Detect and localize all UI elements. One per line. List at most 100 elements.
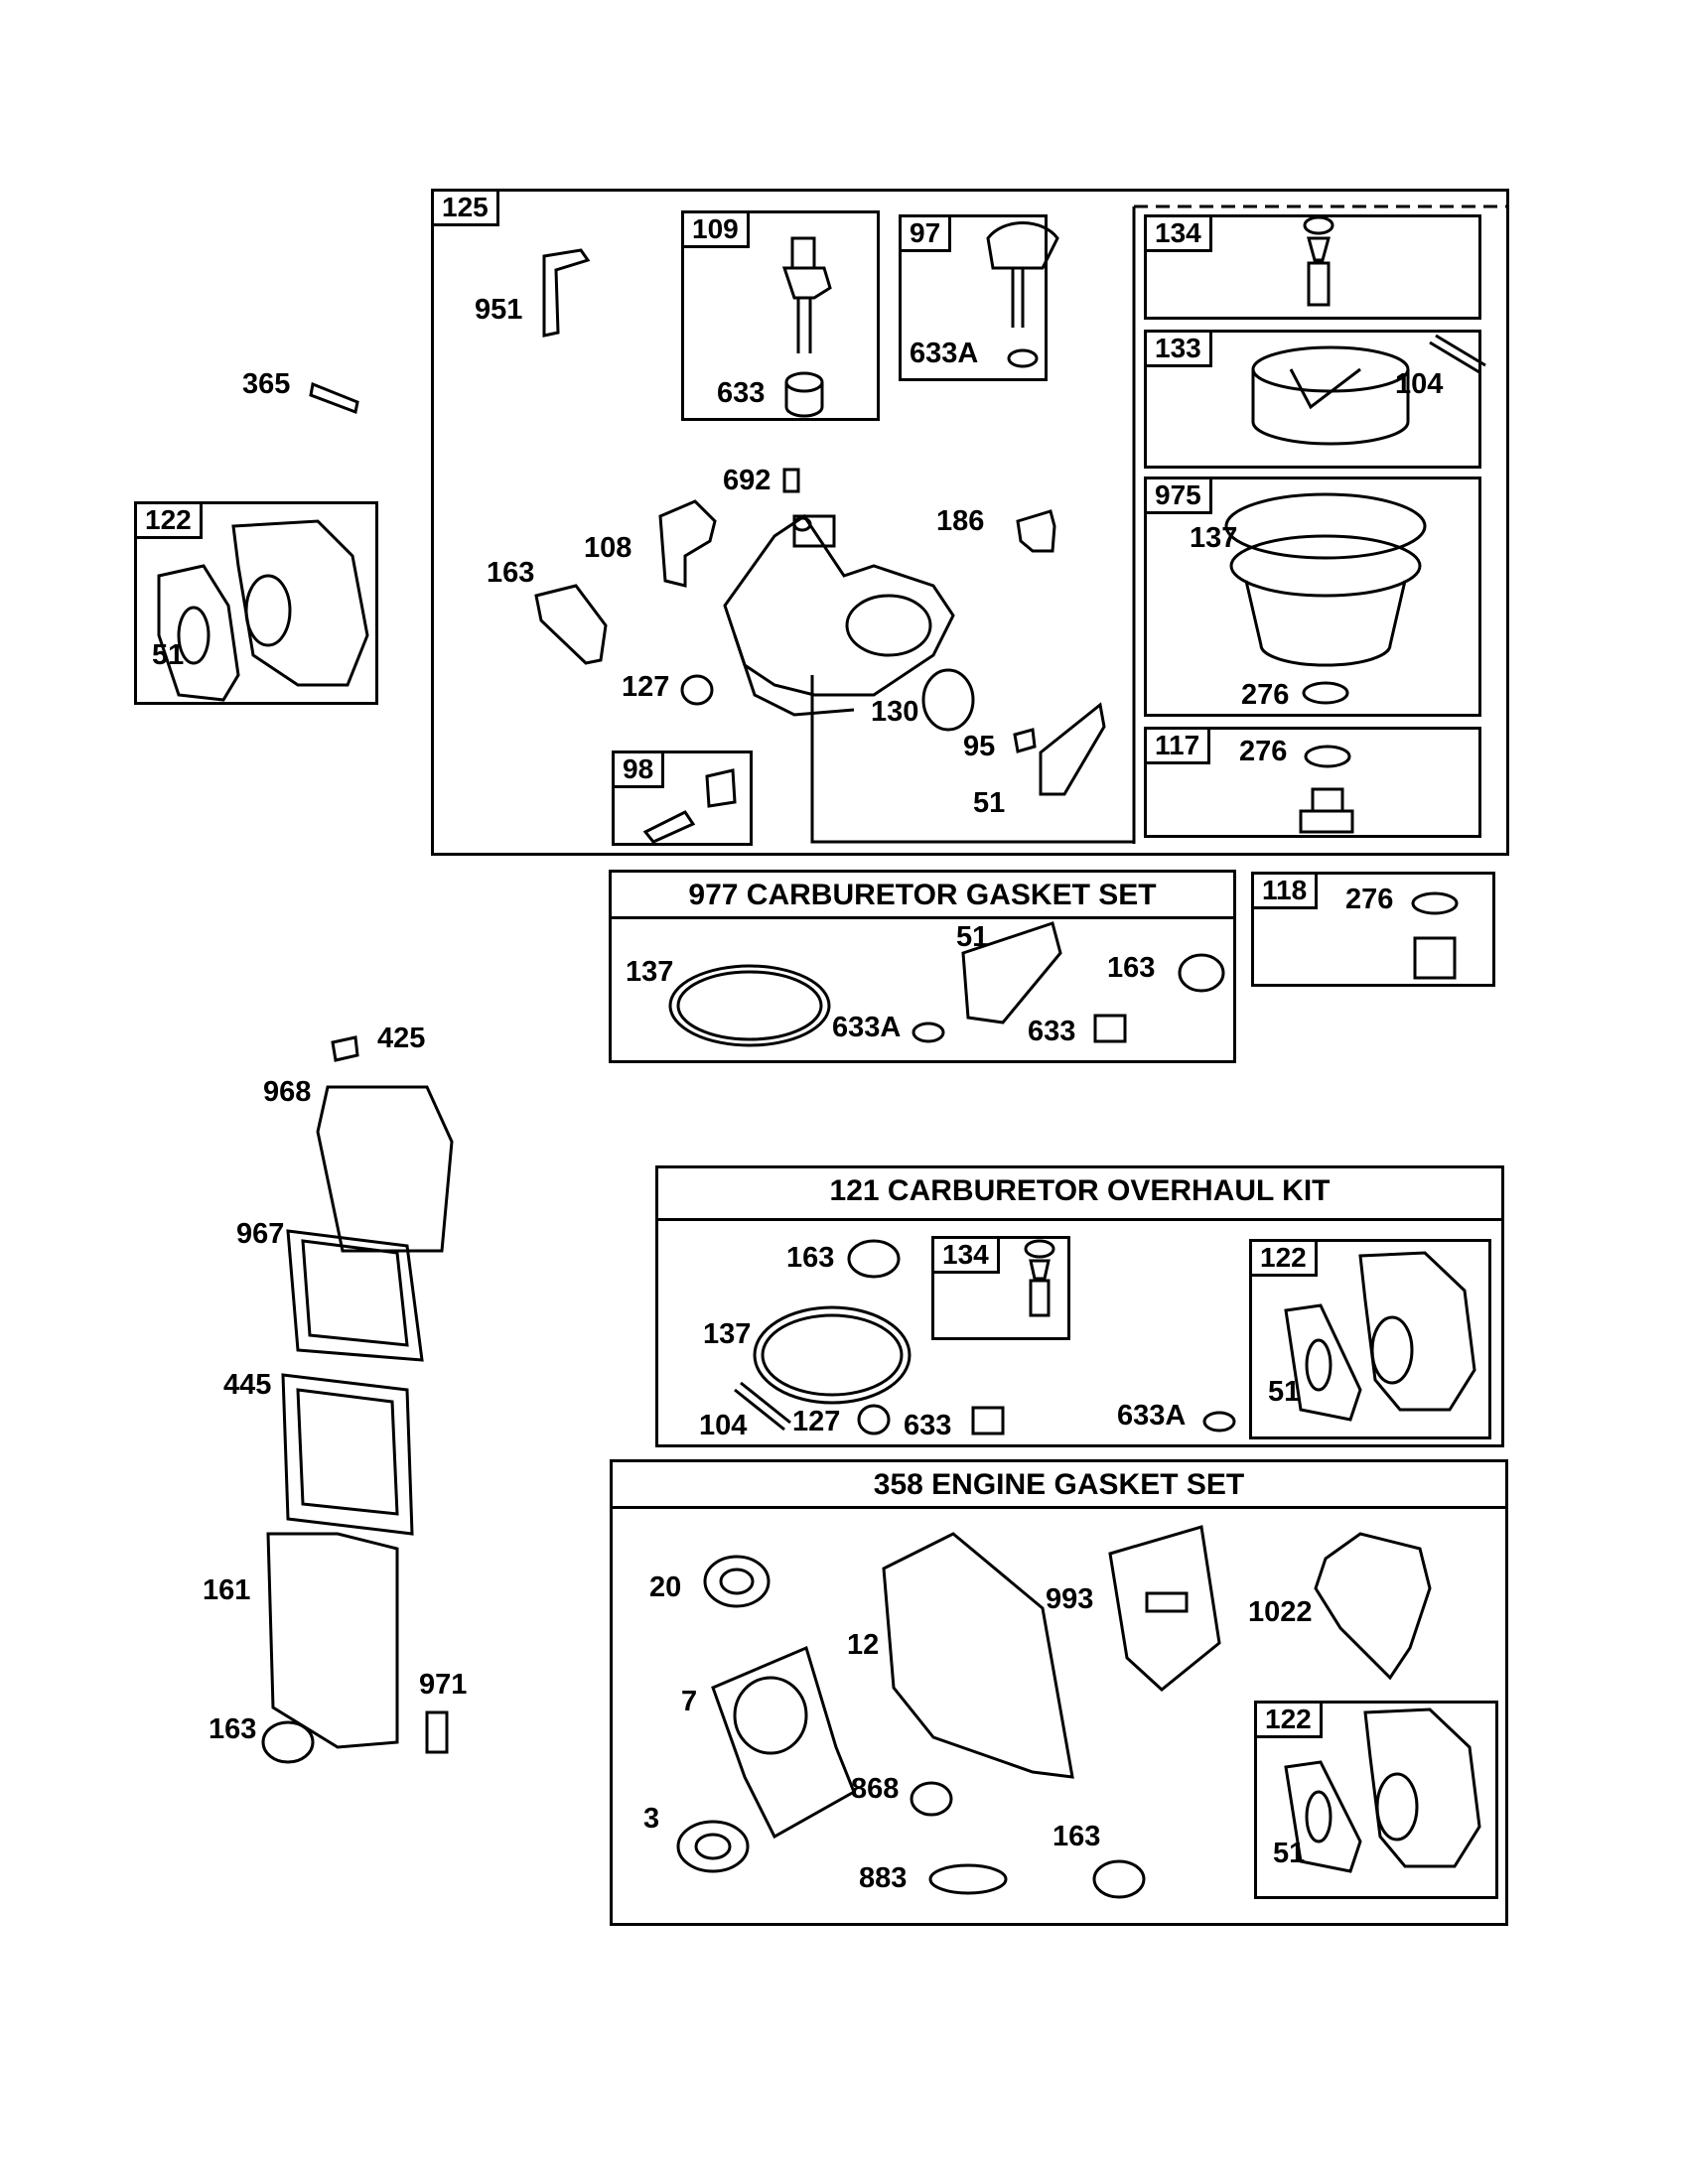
label-127-kit: 127: [792, 1406, 841, 1437]
box-122-engine-tag: 122: [1254, 1701, 1323, 1738]
box-134-tag: 134: [1144, 214, 1212, 252]
choke-lever-part: [542, 248, 591, 338]
gasket-51-part-set: [961, 921, 1062, 1024]
label-95: 95: [963, 731, 996, 762]
label-104-kit: 104: [699, 1410, 748, 1441]
label-163-engine: 163: [1052, 1821, 1101, 1852]
label-186: 186: [936, 505, 985, 537]
gasket-1022-part: [1314, 1532, 1432, 1681]
air-cleaner-parts: [261, 1035, 454, 1764]
box-122-kit-tag: 122: [1249, 1239, 1318, 1277]
label-51: 51: [973, 787, 1006, 819]
bowl-bolt-118-part: [1413, 936, 1457, 980]
intake-part-kit: [1284, 1251, 1476, 1422]
gasket-set-title: 977 CARBURETOR GASKET SET: [688, 879, 1157, 911]
plate-part: [658, 499, 717, 588]
label-51-kit: 51: [1268, 1376, 1301, 1408]
prefilter-445-part: [281, 1373, 414, 1536]
label-968: 968: [263, 1076, 312, 1108]
choke-shaft-part: [986, 221, 1059, 368]
bushing-633-part-set: [1093, 1014, 1127, 1043]
intake-part-left: [157, 519, 369, 702]
label-276: 276: [1241, 679, 1290, 711]
box-122-left-tag: 122: [134, 501, 203, 539]
diaphragm-part: [921, 668, 975, 732]
carburetor-body-part: [723, 513, 955, 717]
label-633-kit: 633: [904, 1410, 952, 1441]
label-12: 12: [847, 1629, 880, 1661]
label-7: 7: [681, 1686, 698, 1717]
gasket-163-part-engine: [1092, 1859, 1146, 1899]
washer-633a-part-set: [912, 1022, 945, 1043]
label-692: 692: [723, 465, 772, 496]
box-118-tag: 118: [1251, 872, 1319, 909]
gasket-993-part: [1108, 1525, 1221, 1692]
gasket-137-part-set: [668, 964, 831, 1047]
base-161-part: [266, 1532, 399, 1749]
label-633-set: 633: [1028, 1016, 1076, 1047]
label-51-set: 51: [956, 921, 989, 953]
label-3: 3: [643, 1803, 660, 1835]
label-883: 883: [859, 1862, 908, 1894]
gasket-163-part-set: [1178, 953, 1225, 993]
label-993: 993: [1046, 1583, 1094, 1615]
box-977-gasket-set: 977 CARBURETOR GASKET SET: [609, 870, 1236, 1063]
label-365: 365: [242, 368, 291, 400]
label-967: 967: [236, 1218, 285, 1250]
box-975-tag: 975: [1144, 477, 1212, 514]
cover-968-part: [316, 1085, 454, 1253]
bushing-633-part-kit: [971, 1406, 1005, 1435]
box-97: 97: [899, 214, 1048, 381]
idle-screw-part: [642, 768, 737, 844]
float-bowl-part: [1224, 492, 1427, 705]
bolt-365-part: [309, 381, 359, 415]
label-633: 633: [717, 377, 766, 409]
label-951: 951: [475, 294, 523, 326]
box-98-tag: 98: [612, 751, 665, 788]
label-51-left: 51: [152, 639, 185, 671]
box-358-engine-gasket-set: 358 ENGINE GASKET SET: [610, 1459, 1508, 1926]
label-163-set: 163: [1107, 952, 1156, 984]
label-163-air: 163: [209, 1713, 257, 1745]
washer-633a-part-kit: [1202, 1411, 1236, 1433]
box-118: 118: [1251, 872, 1495, 987]
box-122-kit: 122: [1249, 1239, 1491, 1439]
seal-20-part: [703, 1555, 771, 1608]
label-161: 161: [203, 1574, 251, 1606]
bowl-bolt-part: [1299, 745, 1354, 834]
label-445: 445: [223, 1369, 272, 1401]
box-117: 117: [1144, 727, 1481, 838]
box-109: 109: [681, 210, 880, 421]
seal-868-part: [910, 1781, 953, 1817]
box-134-kit-tag: 134: [931, 1236, 1000, 1274]
box-122-engine: 122: [1254, 1701, 1498, 1899]
gasket-883-part: [928, 1863, 1008, 1895]
box-133: 133: [1144, 330, 1481, 469]
box-122-left: 122: [134, 501, 378, 705]
crankcase-gasket-12-part: [882, 1532, 1074, 1779]
label-633A: 633A: [910, 338, 979, 369]
engine-gasket-title: 358 ENGINE GASKET SET: [873, 1468, 1245, 1501]
box-975: 975: [1144, 477, 1481, 717]
throttle-shaft-part: [781, 236, 832, 418]
box-121-overhaul-kit: 121 CARBURETOR OVERHAUL KIT: [655, 1165, 1504, 1447]
box-134: 134: [1144, 214, 1481, 320]
box-134-kit: 134: [931, 1236, 1070, 1340]
box-125: 125: [431, 189, 1509, 856]
gasket-137-part-kit: [753, 1305, 912, 1405]
box-117-tag: 117: [1144, 727, 1211, 764]
seal-3-part: [676, 1820, 750, 1873]
label-971: 971: [419, 1669, 468, 1701]
label-130: 130: [871, 696, 919, 728]
label-276-117: 276: [1239, 736, 1288, 767]
box-109-tag: 109: [681, 210, 750, 248]
gasket-51-part: [1039, 702, 1106, 796]
label-633A-kit: 633A: [1117, 1400, 1187, 1432]
box-97-tag: 97: [899, 214, 952, 252]
head-gasket-7-part: [711, 1645, 856, 1840]
label-163: 163: [487, 557, 535, 589]
fuel-fitting-part: [1016, 509, 1056, 553]
plug-127-part-kit: [857, 1404, 891, 1435]
engine-gasket-parts: [676, 1525, 1432, 1899]
